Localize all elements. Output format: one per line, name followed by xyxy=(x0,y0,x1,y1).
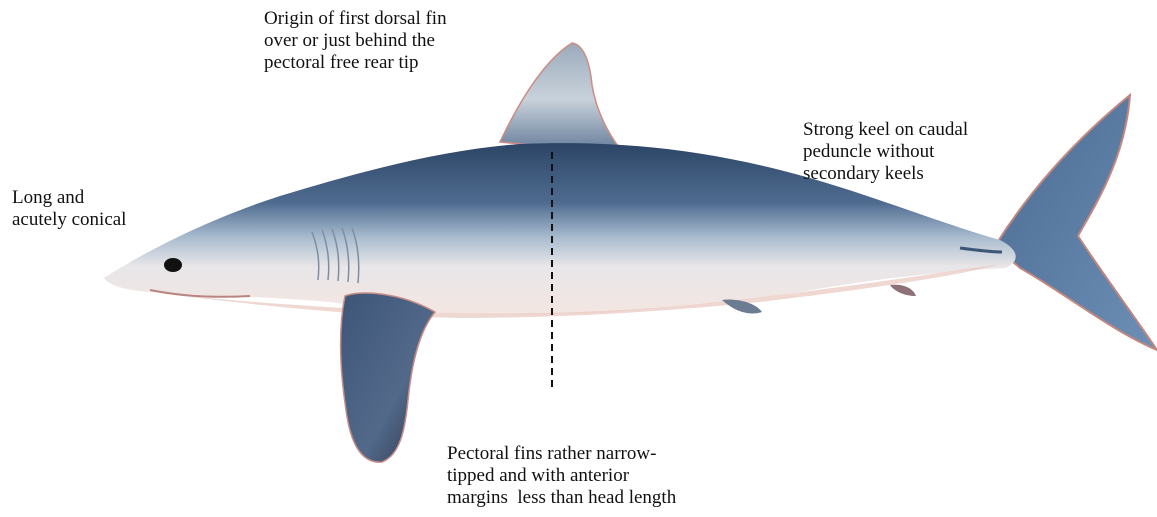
annotation-line: Origin of first dorsal fin xyxy=(264,8,447,30)
annotation-line: Pectoral fins rather narrow- xyxy=(447,443,676,465)
anal-fin xyxy=(890,285,916,296)
shark-eye xyxy=(164,258,182,272)
annotation-line: tipped and with anterior xyxy=(447,465,676,487)
annotation-line: margins less than head length xyxy=(447,487,676,509)
annotation-line: secondary keels xyxy=(803,163,968,185)
annotation-line: pectoral free rear tip xyxy=(264,52,447,74)
annotation-line: Strong keel on caudal xyxy=(803,119,968,141)
caudal-fin xyxy=(995,95,1157,350)
snout-annotation: Long and acutely conical xyxy=(12,187,126,231)
annotation-line: acutely conical xyxy=(12,209,126,231)
annotation-line: over or just behind the xyxy=(264,30,447,52)
pectoral-fin xyxy=(341,293,435,462)
annotation-line: peduncle without xyxy=(803,141,968,163)
annotation-line: Long and xyxy=(12,187,126,209)
caudal-keel-annotation: Strong keel on caudal peduncle without s… xyxy=(803,119,968,185)
pectoral-fin-annotation: Pectoral fins rather narrow- tipped and … xyxy=(447,443,676,509)
dorsal-fin-annotation: Origin of first dorsal fin over or just … xyxy=(264,8,447,74)
first-dorsal-fin xyxy=(500,43,625,155)
